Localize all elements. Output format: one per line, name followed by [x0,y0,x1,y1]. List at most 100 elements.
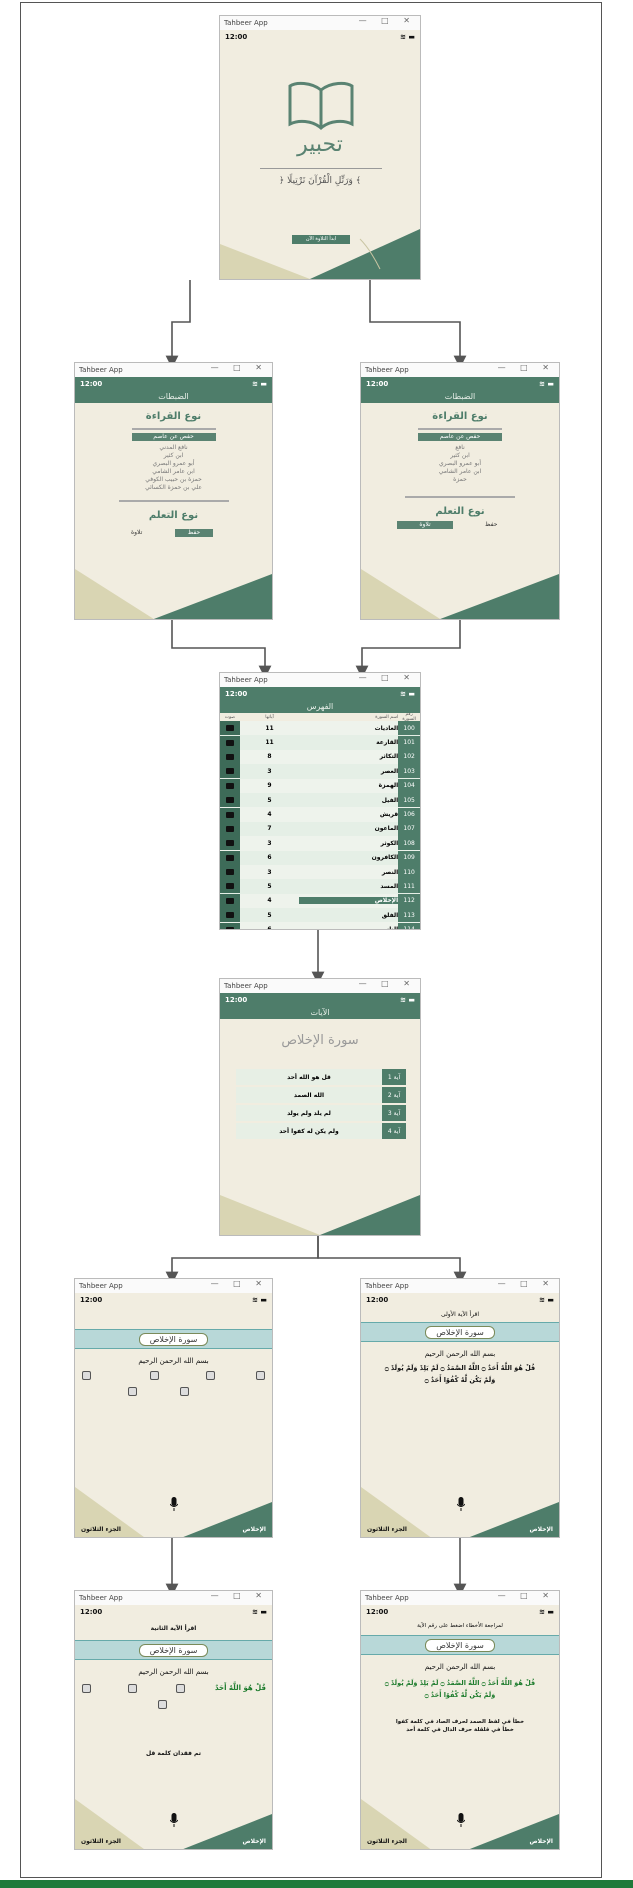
table-row[interactable]: 7الماعون107 [220,822,420,836]
surah-number: 107 [398,822,420,836]
audio-icon[interactable] [220,879,240,893]
reading-option[interactable]: ابن كثير [75,452,272,460]
title-bar: Tahbeer App— □ ✕ [361,1279,559,1293]
table-row[interactable]: 6الناس114 [220,922,420,930]
audio-icon[interactable] [220,764,240,778]
selected-reading-option[interactable]: حفص عن عاصم [418,433,502,441]
verse-marker[interactable] [82,1371,91,1380]
table-row[interactable]: 11العاديات100 [220,721,420,735]
table-row[interactable]: 5الفلق113 [220,908,420,922]
instruction: اقرأ الآية الأولى [361,1311,559,1318]
audio-icon[interactable] [220,894,240,908]
ayat-count: 5 [240,883,299,890]
verse-markers [75,1371,272,1401]
surah-name: الماعون [299,825,398,832]
audio-icon[interactable] [220,865,240,879]
verse-marker[interactable] [82,1684,91,1693]
memorize-result-window: Tahbeer App— □ ✕ 12:00≋ ▬ اقرأ الآية الث… [74,1590,273,1850]
title-bar: Tahbeer App— □ ✕ [361,1591,559,1605]
table-row[interactable]: 3العصر103 [220,764,420,778]
learning-option-recite[interactable]: تلاوة [397,521,453,529]
table-row[interactable]: 8التكاثر102 [220,750,420,764]
corner-decoration [220,219,420,279]
table-row[interactable]: 5المسد111 [220,879,420,893]
surah-number: 111 [398,879,420,893]
reading-option[interactable]: نافع [361,444,559,452]
reading-option[interactable]: ابن عامر الشامي [75,468,272,476]
verse-marker[interactable] [150,1371,159,1380]
audio-icon[interactable] [220,836,240,850]
app-title: Tahbeer App [79,366,123,374]
verse-marker[interactable] [180,1387,189,1396]
audio-icon[interactable] [220,779,240,793]
table-row[interactable]: 11القارعة101 [220,735,420,749]
verse-marker[interactable] [128,1387,137,1396]
audio-icon[interactable] [220,721,240,735]
surah-number: 103 [398,764,420,778]
selected-reading-option[interactable]: حفص عن عاصم [132,433,216,441]
verse-row[interactable]: لم يلد ولم يولدآية 3 [236,1105,406,1121]
verse-marker[interactable] [256,1371,265,1380]
status-bar: 12:00≋ ▬ [361,377,559,391]
verse-marker[interactable] [206,1371,215,1380]
audio-icon[interactable] [220,793,240,807]
surah-name: قريش [299,811,398,818]
reading-option[interactable]: حمزة [361,476,559,484]
reading-option[interactable]: علي بن حمزة الكسائي [75,484,272,492]
ayat-count: 3 [240,840,299,847]
verse-row[interactable]: الله الصمدآية 2 [236,1087,406,1103]
clock: 12:00 [366,380,388,388]
status-bar: 12:00≋ ▬ [220,687,420,701]
verse-marker[interactable] [158,1700,167,1709]
surah-banner: سورة الإخلاص [361,1322,559,1342]
wifi-battery-icon: ≋ ▬ [539,1608,554,1616]
wifi-battery-icon: ≋ ▬ [252,1296,267,1304]
table-row[interactable]: 4الإخلاص112 [220,894,420,908]
reading-heading: نوع القراءة [361,411,559,422]
status-bar: 12:00 ≋ ▬ [361,1605,559,1619]
verse-row[interactable]: قل هو الله أحدآية 1 [236,1069,406,1085]
reading-option[interactable]: حمزة بن حبيب الكوفي [75,476,272,484]
recite-window: Tahbeer App— □ ✕ 12:00≋ ▬ اقرأ الآية الأ… [360,1278,560,1538]
verse-marker[interactable] [128,1684,137,1693]
table-row[interactable]: 3الكوثر108 [220,836,420,850]
verse-line: قُلْ هُوَ اللَّهُ أَحَدٌ ۝ اللَّهُ الصَّ… [361,1679,559,1687]
verse-marker[interactable] [176,1684,185,1693]
status-bar: 12:00≋ ▬ [220,30,420,44]
audio-icon[interactable] [220,923,240,930]
reading-option[interactable]: أبو عمرو البصري [75,460,272,468]
index-window: Tahbeer App— □ ✕ 12:00≋ ▬ الفهرس صوت آيا… [219,672,421,930]
verse-line: وَلَمْ يَكُن لَّهُ كُفُوًا أَحَدٌ ۝ [361,1376,559,1384]
learning-option-recite[interactable]: تلاوة [131,529,142,536]
surah-name: الفيل [299,797,398,804]
settings-window-right: Tahbeer App— □ ✕ 12:00≋ ▬ الضبطات نوع ال… [360,362,560,620]
audio-icon[interactable] [220,808,240,822]
clock: 12:00 [366,1608,388,1616]
reading-option[interactable]: نافع المدني [75,444,272,452]
surah-number: 112 [398,894,420,908]
page-header: الضبطات [75,391,272,403]
table-row[interactable]: 6الكافرون109 [220,851,420,865]
reading-option[interactable]: أبو عمرو البصري [361,460,559,468]
clock: 12:00 [225,690,247,698]
microphone-icon[interactable] [457,1813,465,1827]
audio-icon[interactable] [220,736,240,750]
audio-icon[interactable] [220,750,240,764]
verse-row[interactable]: ولم يكن له كفوا أحدآية 4 [236,1123,406,1139]
table-row[interactable]: 5الفيل105 [220,793,420,807]
table-row[interactable]: 3النصر110 [220,865,420,879]
microphone-icon[interactable] [170,1813,178,1827]
learning-option-memorize[interactable]: حفظ [485,521,497,528]
reading-option[interactable]: ابن عامر الشامي [361,468,559,476]
surah-banner-text: سورة الإخلاص [425,1639,495,1652]
table-row[interactable]: 9الهمزة104 [220,779,420,793]
reading-option[interactable]: ابن كثير [361,452,559,460]
microphone-icon[interactable] [170,1497,178,1511]
verse-list: قل هو الله أحدآية 1 الله الصمدآية 2 لم يلد… [236,1069,406,1141]
audio-icon[interactable] [220,851,240,865]
table-row[interactable]: 4قريش106 [220,807,420,821]
microphone-icon[interactable] [457,1497,465,1511]
audio-icon[interactable] [220,908,240,922]
audio-icon[interactable] [220,822,240,836]
learning-option-memorize[interactable]: حفظ [175,529,213,537]
